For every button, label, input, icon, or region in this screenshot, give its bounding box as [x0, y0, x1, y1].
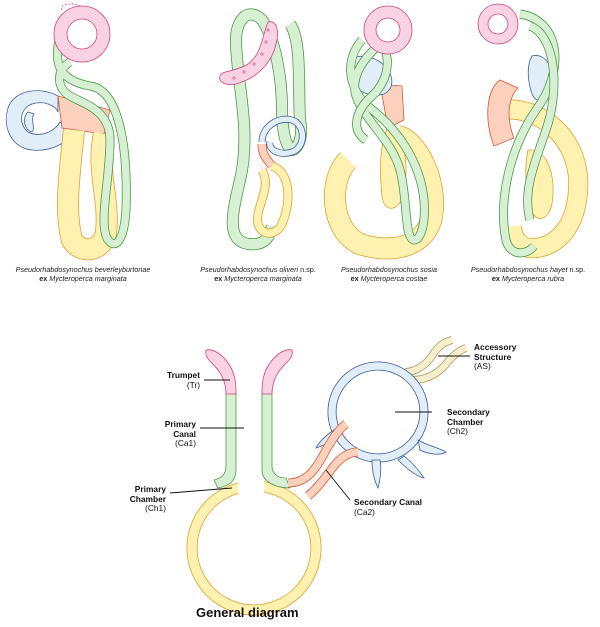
primary-chamber-ring-inner	[324, 126, 444, 259]
label-name: Primary Canal	[164, 419, 196, 439]
primary-canal-left	[213, 391, 237, 489]
secondary-canal-tube-inner	[258, 143, 276, 169]
label-name: Trumpet	[166, 370, 200, 380]
secondary-chamber-tube-inner	[259, 116, 305, 156]
label-name: Accessory Structure	[474, 342, 517, 362]
label-abbr: (Ch2)	[447, 426, 468, 436]
secondary-canal-shape	[487, 79, 519, 147]
specimen-hayet	[477, 3, 589, 259]
primary-canal-tube-inner	[347, 37, 429, 244]
primary-canal-tube-2-inner	[523, 22, 558, 221]
trumpet-coil	[363, 5, 413, 55]
label-name: Secondary Chamber	[447, 407, 490, 427]
primary-canal-tube-inner	[499, 10, 559, 257]
label-abbr: (Ca1)	[175, 438, 196, 448]
primary-canal-tube-inner	[53, 35, 130, 248]
label-name: Secondary Canal	[354, 497, 422, 507]
host-name: Mycteroperca marginata	[49, 274, 127, 283]
ex-label: ex	[214, 274, 223, 283]
label-abbr: (Ca2)	[354, 506, 375, 517]
species-suffix: n.sp.	[298, 265, 316, 274]
label-secondary-chamber: Secondary Chamber (Ch2)	[447, 407, 517, 437]
host-name: Mycteroperca costae	[360, 274, 428, 283]
trumpet-shape	[219, 21, 278, 85]
label-primary-canal: Primary Canal (Ca1)	[140, 419, 196, 449]
label-abbr: (Tr)	[186, 379, 200, 390]
trumpet-coil	[53, 3, 111, 63]
caption-sosia: Pseudorhabdosynochus sosia ex Mycteroper…	[314, 265, 464, 283]
primary-chamber-ring-inner	[187, 481, 321, 615]
label-name: Primary Chamber	[129, 484, 166, 504]
primary-chamber-tube-inner	[253, 162, 292, 237]
accessory-structure-tube-2-inner	[411, 344, 468, 384]
specimen-beverleyburtonae	[6, 3, 131, 261]
caption-beverleyburtonae: Pseudorhabdosynochus beverleyburtonae ex…	[8, 265, 158, 283]
species-name: Pseudorhabdosynochus hayet	[470, 265, 568, 274]
accessory-structure-tube-inner	[404, 336, 453, 376]
trumpet-coil	[477, 3, 519, 45]
trumpet-dots	[232, 28, 270, 80]
primary-canal-right	[261, 391, 291, 489]
caption-hayet: Pseudorhabdosynochus hayet n.sp. ex Myct…	[453, 265, 600, 283]
species-name: Pseudorhabdosynochus oliveri	[200, 265, 299, 274]
label-abbr: (Ch1)	[145, 503, 166, 513]
label-accessory-structure: Accessory Structure (AS)	[474, 342, 540, 372]
host-name: Mycteroperca rubra	[501, 274, 565, 283]
caption-oliveri: Pseudorhabdosynochus oliveri n.sp. ex My…	[183, 265, 333, 283]
label-trumpet: Trumpet (Tr)	[150, 370, 200, 390]
species-name: Pseudorhabdosynochus sosia	[341, 265, 437, 274]
specimen-oliveri	[219, 8, 307, 251]
secondary-canal-tube-inner	[287, 420, 349, 487]
label-primary-chamber: Primary Chamber (Ch1)	[108, 484, 166, 514]
secondary-canal-leader	[325, 469, 351, 501]
ex-label: ex	[491, 274, 500, 283]
secondary-canal-tube-2-inner	[305, 448, 359, 499]
general-diagram	[169, 336, 470, 616]
label-secondary-canal: Secondary Canal (Ca2)	[354, 497, 424, 517]
general-diagram-title: General diagram	[196, 605, 299, 620]
trumpet-right	[261, 349, 293, 395]
trumpet-left	[205, 349, 237, 395]
secondary-chamber-hook	[24, 111, 35, 133]
specimen-sosia	[323, 5, 444, 260]
species-suffix: n.sp.	[567, 265, 586, 274]
ex-label: ex	[39, 274, 48, 283]
species-name: Pseudorhabdosynochus beverleyburtonae	[15, 265, 151, 274]
primary-chamber-opening	[238, 478, 264, 494]
primary-chamber-leader	[169, 487, 233, 494]
label-abbr: (AS)	[474, 361, 491, 371]
host-name: Mycteroperca marginata	[224, 274, 302, 283]
ex-label: ex	[350, 274, 359, 283]
